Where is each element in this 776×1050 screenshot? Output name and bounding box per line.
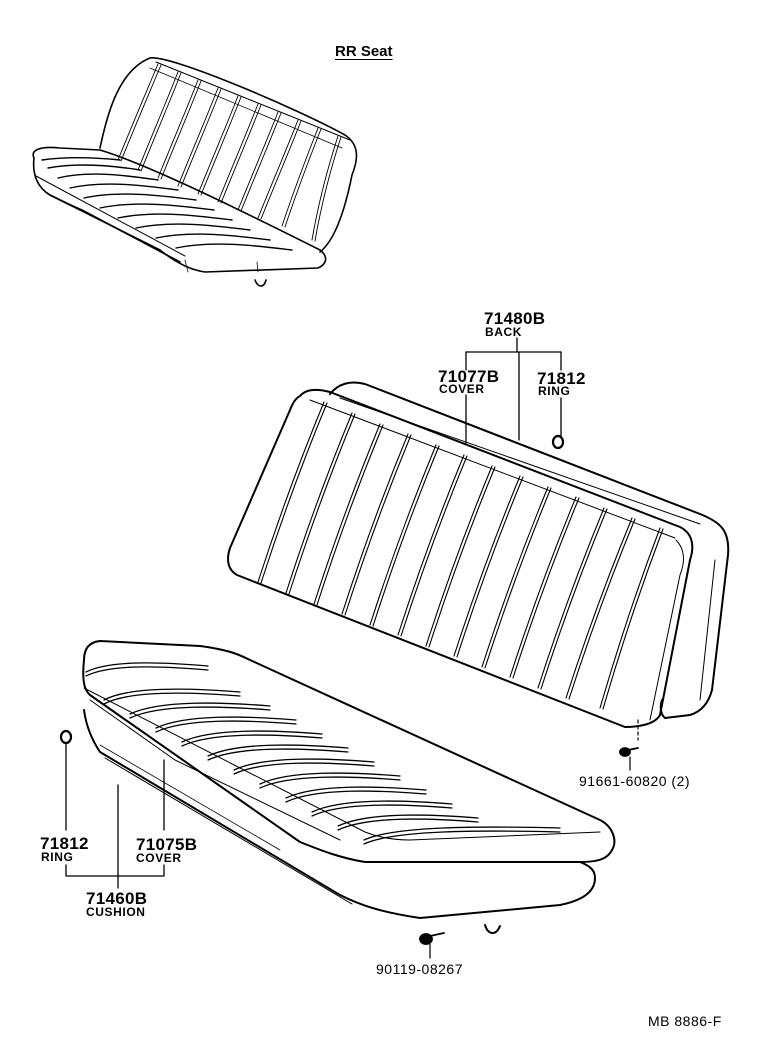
part-number-back-bolt[interactable]: 91661-60820 (2) (579, 774, 690, 788)
seat-cushion-illustration (59, 640, 616, 934)
drawing-code: MB 8886-F (648, 1013, 722, 1029)
back-bolt-icon (619, 719, 639, 771)
part-name-cushion-cover: COVER (136, 851, 182, 865)
leader-lines (65, 337, 562, 889)
part-name-back: BACK (485, 325, 523, 339)
assembled-seat-illustration (32, 57, 358, 287)
part-number-back-ring[interactable]: 71812 (537, 369, 586, 388)
part-number-cushion[interactable]: 71460B (86, 889, 148, 908)
part-name-back-ring: RING (538, 384, 571, 398)
cushion-bolt-icon (419, 932, 445, 959)
part-number-cushion-ring[interactable]: 71812 (40, 834, 89, 853)
seat-back-illustration (227, 381, 730, 728)
diagram-title: RR Seat (335, 43, 393, 60)
back-bolt-qty: (2) (671, 773, 691, 789)
part-name-cushion: CUSHION (86, 905, 146, 919)
part-name-back-cover: COVER (439, 382, 485, 396)
part-number-cushion-cover[interactable]: 71075B (136, 835, 198, 854)
bolt-icons (419, 719, 639, 959)
part-number-cushion-bolt[interactable]: 90119-08267 (376, 961, 463, 977)
part-name-cushion-ring: RING (41, 850, 74, 864)
back-bolt-number: 91661-60820 (579, 773, 668, 789)
part-number-back-cover[interactable]: 71077B (438, 367, 500, 386)
part-number-back[interactable]: 71480B (484, 309, 546, 328)
